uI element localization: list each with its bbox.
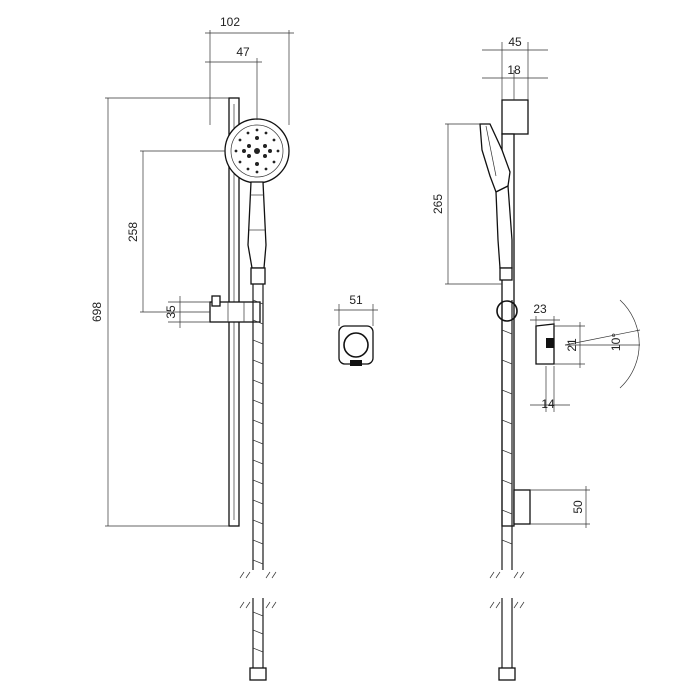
front-view <box>209 97 290 681</box>
dim-side-head-height: 265 <box>431 194 445 214</box>
dim-slider-height: 35 <box>164 305 178 319</box>
dim-outlet-angle: 10° <box>609 333 623 351</box>
front-dimensions <box>105 30 294 527</box>
dim-head-width: 102 <box>220 15 240 29</box>
side-dimensions <box>445 42 641 528</box>
dim-head-offset: 47 <box>236 45 250 59</box>
dim-outlet-width: 51 <box>349 293 363 307</box>
side-view <box>479 99 555 681</box>
dim-outlet-base: 14 <box>541 397 555 411</box>
outlet-dimensions <box>334 304 378 326</box>
front-hose <box>239 284 277 681</box>
dim-overall-height: 698 <box>90 302 104 322</box>
dim-slide-travel: 258 <box>126 222 140 242</box>
dim-outlet-depth: 23 <box>533 302 547 316</box>
dim-bracket-height: 50 <box>571 500 585 514</box>
nozzle-pattern <box>234 128 280 174</box>
dim-side-depth: 45 <box>508 35 522 49</box>
dim-outlet-height: 21 <box>565 338 579 352</box>
dim-side-rail-offset: 18 <box>507 63 521 77</box>
wall-outlet-front <box>338 325 374 366</box>
